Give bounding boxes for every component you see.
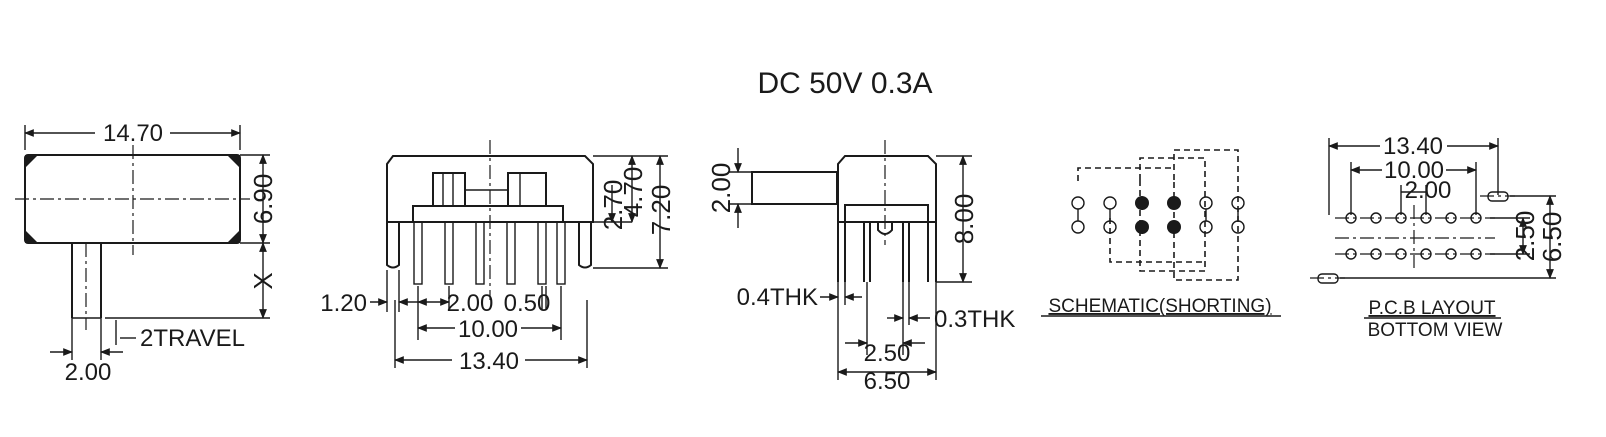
top-x-label: X (248, 272, 278, 289)
top-width-label: 14.70 (103, 120, 163, 147)
pcb-dim-650: 6.50 (1537, 212, 1567, 263)
pcb-caption-line2: BOTTOM VIEW (1368, 320, 1503, 341)
front-view: 2.70 4.70 7.20 1.20 2.00 0.50 10.00 13.4… (320, 140, 676, 375)
pcb-dim-250: 2.50 (1510, 211, 1540, 262)
front-dim-1340: 13.40 (459, 348, 519, 375)
top-height-label: 6.90 (248, 174, 278, 225)
front-dim-720: 7.20 (646, 185, 676, 236)
top-actuator-label: 2.00 (65, 359, 112, 386)
front-dim-1000: 10.00 (458, 316, 518, 343)
schematic-view: SCHEMATIC(SHORTING) (1041, 149, 1281, 317)
front-slider-left (432, 172, 466, 207)
pcb-view: 13.40 10.00 2.00 (1310, 133, 1567, 341)
top-travel-label: 2TRAVEL (140, 325, 245, 352)
side-thk-04: 0.4THK (737, 284, 818, 311)
pcb-dim-1340: 13.40 (1383, 133, 1443, 160)
pcb-dim-1000: 10.00 (1384, 157, 1444, 184)
front-dim-470: 4.70 (618, 167, 648, 218)
rating-label: DC 50V 0.3A (757, 67, 932, 100)
front-pins (386, 221, 592, 285)
side-view: 2.00 8.00 0.4THK 0.3THK 2.50 (706, 140, 1015, 395)
side-actuator (751, 171, 838, 205)
side-thk-03: 0.3THK (934, 306, 1015, 333)
front-dim-270: 2.70 (598, 180, 628, 231)
front-slider-right (507, 172, 547, 207)
schematic-shorting-links (1077, 149, 1239, 281)
schematic-contacts (1071, 196, 1245, 234)
front-dim-050: 0.50 (504, 290, 551, 317)
front-dim-120: 1.20 (320, 290, 367, 317)
side-dim-200: 2.00 (706, 163, 736, 214)
side-dim-800: 8.00 (949, 194, 979, 245)
schematic-caption: SCHEMATIC(SHORTING) (1048, 296, 1271, 317)
top-view: 14.70 2.00 2TRAVEL 6.90 X (15, 120, 278, 386)
front-dim-200: 2.00 (447, 290, 494, 317)
pcb-pads (1345, 212, 1482, 260)
pcb-caption-line1: P.C.B LAYOUT (1368, 298, 1495, 319)
side-dim-650: 6.50 (864, 368, 911, 395)
side-housing-outline (837, 155, 937, 223)
side-dim-250: 2.50 (864, 340, 911, 367)
pcb-dim-200: 2.00 (1405, 177, 1452, 204)
